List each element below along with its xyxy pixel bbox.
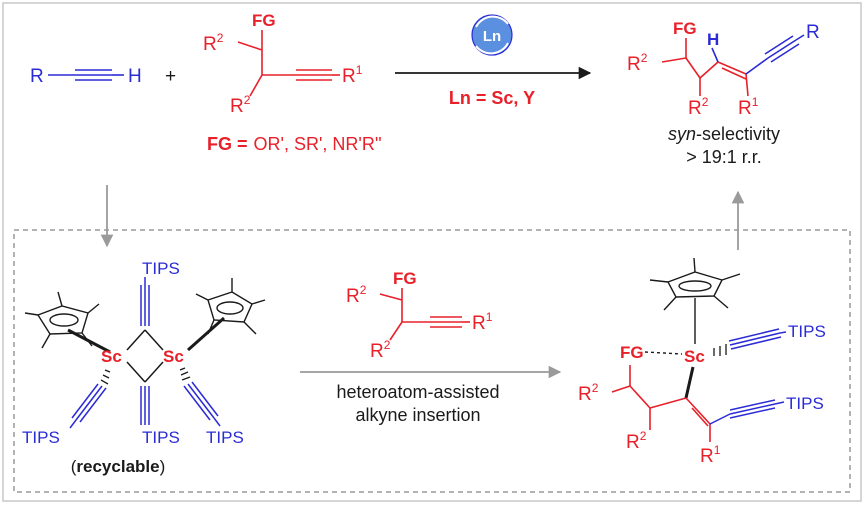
alkyne-h-label: H <box>128 66 142 87</box>
step-label-line1: heteroatom-assisted <box>336 382 499 402</box>
reagent-r1-label: R1 <box>472 310 493 334</box>
catalyst-badge-text: Ln <box>483 28 501 45</box>
intermediate-fg-label: FG <box>620 343 644 362</box>
catalyst-condition: Ln = Sc, Y <box>449 88 535 108</box>
product: FG H R R2 R2 R1 <box>627 19 820 119</box>
reagent: FG R2 R2 R1 <box>346 269 493 362</box>
sc-right-label: Sc <box>163 347 184 366</box>
product-fg-label: FG <box>673 19 697 38</box>
cyclopentadienyl-ring-icon <box>649 257 741 311</box>
intermediate-r1-label: R1 <box>700 443 721 467</box>
substrate <box>237 30 340 97</box>
catalyst-cycle-icon <box>471 14 513 56</box>
intermediate: Sc FG TIPS <box>578 257 826 467</box>
product-r2-left: R2 <box>627 51 648 75</box>
plus-sign: + <box>165 66 176 87</box>
selectivity-label: syn-selectivity <box>668 124 780 144</box>
intermediate-sc-label: Sc <box>684 347 705 366</box>
product-h-label: H <box>707 30 719 49</box>
reagent-r2-bottom: R2 <box>370 338 391 362</box>
mechanism-box <box>13 229 851 493</box>
reagent-r2-top: R2 <box>346 283 367 307</box>
step-label-line2: alkyne insertion <box>355 405 480 425</box>
sc-left-label: Sc <box>101 347 122 366</box>
reagent-fg-label: FG <box>393 269 417 288</box>
ratio-label: > 19:1 r.r. <box>686 147 762 167</box>
cyclopentadienyl-ring-icon <box>195 278 266 335</box>
alkyne-r-label: R <box>30 66 44 87</box>
intermediate-tips-top: TIPS <box>788 322 826 341</box>
intermediate-r2-left: R2 <box>578 381 599 405</box>
substrate-r2-top: R2 <box>203 31 224 55</box>
substrate-r1-label: R1 <box>342 63 363 87</box>
tips-right-label: TIPS <box>206 428 244 447</box>
catalyst-badge: Ln <box>471 14 513 56</box>
fg-definition: FG =OR', SR', NR'R'' <box>207 134 382 154</box>
tips-top-label: TIPS <box>142 259 180 278</box>
tips-left-label: TIPS <box>22 428 60 447</box>
product-r2-bottom: R2 <box>688 95 709 119</box>
product-r1-label: R1 <box>738 95 759 119</box>
substrate-r2-bottom: R2 <box>230 93 251 117</box>
scandium-dimer: Sc Sc TIPS TIPS <box>22 259 266 476</box>
product-r-label: R <box>806 22 820 43</box>
substrate-fg-label: FG <box>252 11 276 30</box>
tips-bottom-center-label: TIPS <box>142 428 180 447</box>
intermediate-tips-bottom: TIPS <box>786 394 824 413</box>
cyclopentadienyl-ring-icon <box>24 291 100 349</box>
intermediate-r2-bottom: R2 <box>626 429 647 453</box>
alkyne-triple-bond <box>75 69 112 81</box>
terminal-alkyne: R H <box>30 66 142 87</box>
recyclable-label: (recyclable) <box>71 457 166 476</box>
